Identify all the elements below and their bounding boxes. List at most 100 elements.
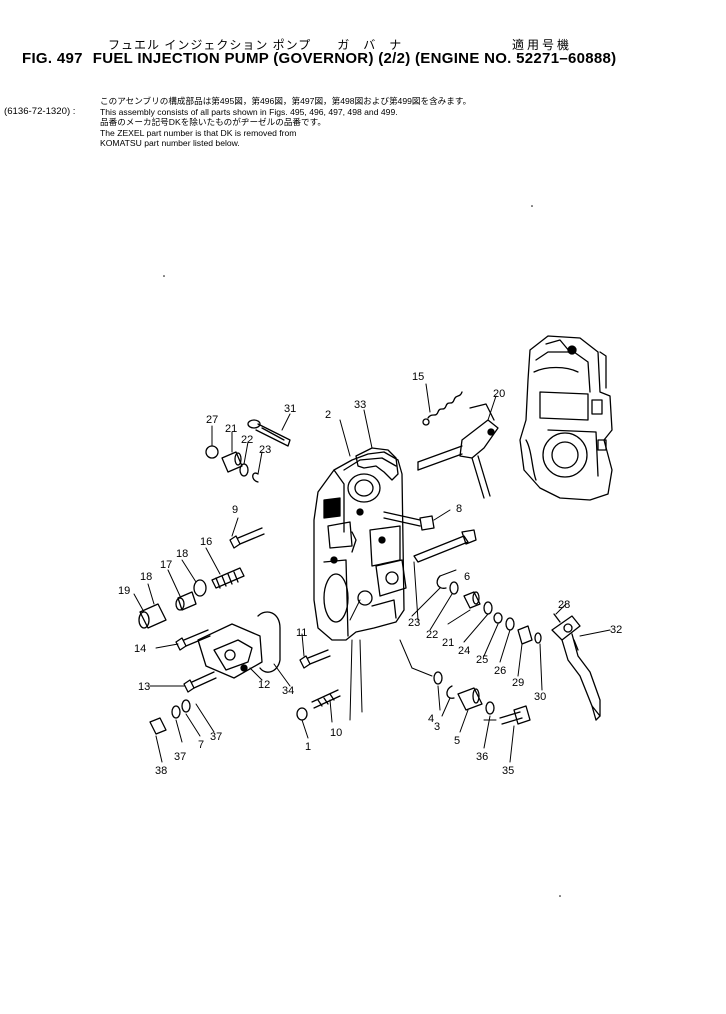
lever-assembly-drawing — [417, 403, 499, 499]
washer-30-drawing — [534, 632, 542, 644]
callout-11: 11 — [296, 627, 307, 639]
print-speck — [531, 205, 533, 207]
ring-25-drawing — [493, 612, 503, 624]
callout-16: 16 — [200, 536, 212, 548]
callout-15: 15 — [412, 371, 424, 383]
bolt-drawing — [247, 419, 291, 447]
callout-10: 10 — [330, 727, 342, 739]
callout-8: 8 — [456, 503, 462, 515]
washer-drawing — [239, 463, 249, 477]
nut-38-drawing — [149, 717, 167, 735]
print-speck — [559, 895, 561, 897]
callout-2: 2 — [325, 409, 331, 421]
callout-25: 25 — [476, 654, 488, 666]
screw-9-drawing — [229, 527, 265, 549]
callout-28: 28 — [558, 599, 570, 611]
callout-4: 4 — [428, 713, 434, 725]
callout-1: 1 — [305, 741, 311, 753]
callout-21b: 21 — [442, 637, 454, 649]
stud-10-drawing — [311, 689, 341, 709]
callout-31: 31 — [284, 403, 296, 415]
figure-title-text: FUEL INJECTION PUMP (GOVERNOR) (2/2) (EN… — [92, 50, 617, 67]
callout-7: 7 — [198, 739, 204, 751]
washer-24-drawing — [483, 601, 493, 615]
note-jp-line-2: 品番のメーカ記号DKを除いたものがヂーゼルの品番です。 — [100, 117, 326, 128]
clip-23-drawing — [436, 575, 447, 589]
callout-9: 9 — [232, 504, 238, 516]
figure-title: FIG. 497 FUEL INJECTION PUMP (GOVERNOR) (… — [22, 50, 616, 67]
note-en-line-1: This assembly consists of all parts show… — [100, 106, 398, 117]
washer-7-drawing — [181, 699, 191, 713]
callout-12: 12 — [258, 679, 270, 691]
note-jp-line-1: このアセンブリの構成部品は第495図，第496図，第497図，第498図および第… — [100, 96, 472, 106]
callout-23a: 23 — [259, 444, 271, 456]
callout-22a: 22 — [241, 434, 253, 446]
callout-18b: 18 — [140, 571, 152, 583]
assembly-notes: このアセンブリの構成部品は第495図，第496図，第497図，第498図および第… — [100, 96, 471, 149]
callout-numbers: 2 33 15 20 31 27 21 22 23 8 6 9 16 18 17… — [118, 371, 622, 777]
governor-body-drawing — [313, 451, 407, 641]
callout-27: 27 — [206, 414, 218, 426]
lever-32-drawing — [551, 615, 601, 721]
bolt-35-drawing — [499, 705, 531, 725]
governor-housing-drawing — [519, 335, 613, 501]
callout-18a: 18 — [176, 548, 188, 560]
washer-4-drawing — [433, 671, 443, 685]
pin-28-drawing — [553, 613, 561, 623]
japanese-title: フュエル インジェクション ポンプ ガ バ ナ — [108, 38, 403, 52]
bolt-8-drawing — [383, 511, 435, 531]
callout-23b: 23 — [408, 617, 420, 629]
callout-19: 19 — [118, 585, 130, 597]
callout-30: 30 — [534, 691, 546, 703]
bolt-6-drawing — [413, 529, 477, 563]
figure-number: FIG. 497 — [22, 50, 83, 67]
gasket-34-drawing — [257, 611, 281, 673]
callout-35: 35 — [502, 765, 514, 777]
adjusting-screw-drawing — [211, 567, 245, 589]
callout-17: 17 — [160, 559, 172, 571]
callout-36: 36 — [476, 751, 488, 763]
cover-plate-drawing — [197, 623, 263, 679]
washer-37-drawing — [171, 705, 181, 719]
callout-34: 34 — [282, 685, 294, 697]
callout-32: 32 — [610, 624, 622, 636]
sleeve-drawing — [221, 451, 243, 473]
clip-3-drawing — [446, 685, 455, 699]
callout-37b: 37 — [210, 731, 222, 743]
callout-22b: 22 — [426, 629, 438, 641]
callout-21a: 21 — [225, 423, 237, 435]
callout-5: 5 — [454, 735, 460, 747]
screw-14-drawing — [175, 629, 211, 651]
washer-36-drawing — [485, 701, 495, 715]
washer-26-drawing — [505, 617, 515, 631]
callout-37a: 37 — [174, 751, 186, 763]
callout-33: 33 — [354, 399, 366, 411]
callout-6: 6 — [464, 571, 470, 583]
gasket-drawing — [355, 447, 399, 481]
print-speck — [163, 275, 165, 277]
callout-13: 13 — [138, 681, 150, 693]
plug-5-drawing — [457, 687, 483, 711]
japanese-applicable-engine-label: 適用号機 — [512, 38, 573, 52]
cap-19-drawing — [138, 603, 167, 629]
callout-20: 20 — [493, 388, 505, 400]
leader-lines — [133, 383, 611, 763]
note-en-line-2: The ZEXEL part number is that DK is remo… — [100, 127, 297, 138]
washer-22-drawing — [449, 581, 459, 595]
bush-21-drawing — [463, 591, 481, 609]
nut-1-drawing — [296, 707, 308, 721]
spring-eye-drawing — [422, 418, 430, 426]
callout-38: 38 — [155, 765, 167, 777]
cap-17-drawing — [175, 591, 197, 611]
screw-13-drawing — [183, 671, 217, 693]
nut-18-drawing — [193, 579, 207, 597]
spring-drawing — [427, 391, 463, 419]
callout-29: 29 — [512, 677, 524, 689]
note-en-line-3: KOMATSU part number listed below. — [100, 138, 240, 149]
callout-24: 24 — [458, 645, 470, 657]
callout-26: 26 — [494, 665, 506, 677]
callout-3: 3 — [434, 721, 440, 733]
bush-29-drawing — [517, 625, 533, 645]
screw-11-drawing — [299, 649, 331, 669]
